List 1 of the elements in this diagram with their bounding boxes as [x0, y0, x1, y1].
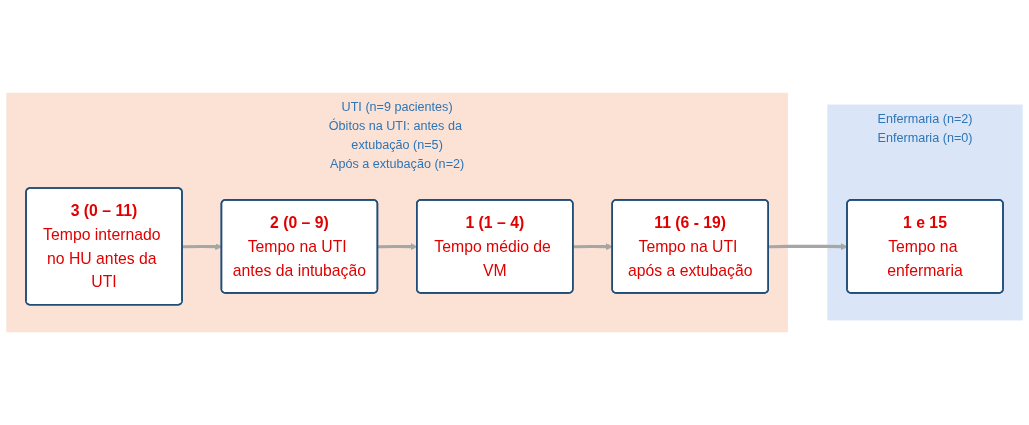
arrow [573, 243, 613, 251]
